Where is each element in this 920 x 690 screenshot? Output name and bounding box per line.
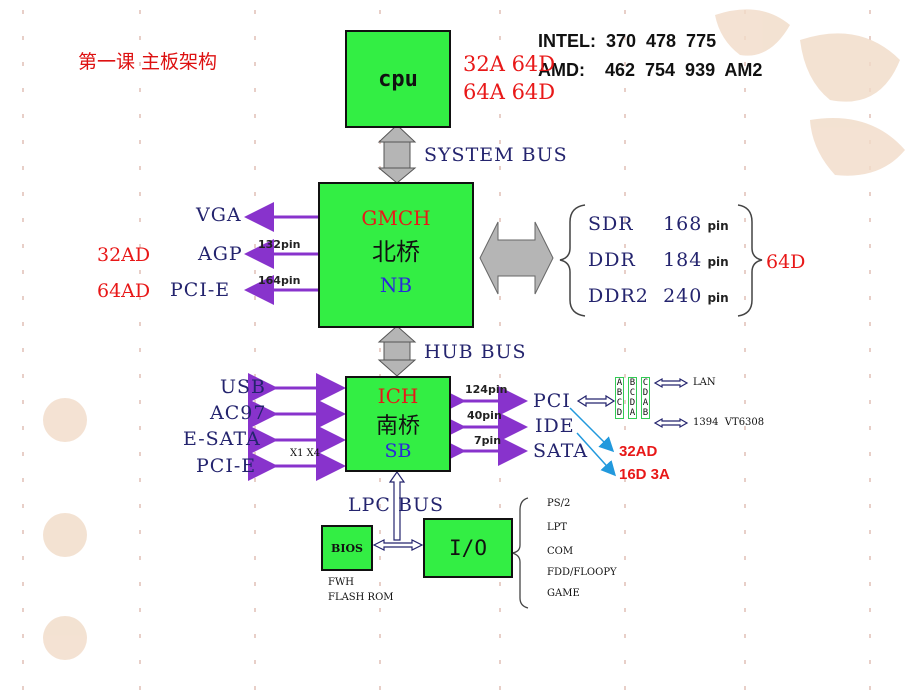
ieee1394-label: 1394 VT6308 — [693, 417, 765, 428]
northbridge-cn: 北桥 — [372, 238, 420, 266]
bios-chip: BIOS — [321, 525, 373, 571]
ac97-label: AC97 — [210, 402, 267, 424]
hub-bus-label: HUB BUS — [424, 341, 527, 363]
pci-slot: B C D A — [628, 377, 637, 419]
sata-label: SATA — [533, 440, 589, 462]
memory-bus-width: 64D — [766, 251, 806, 273]
memory-row: DDR2 240 pin — [588, 285, 729, 321]
slot-pin: B — [629, 378, 636, 388]
io-item: FDD/FLOOPY — [547, 567, 617, 578]
ide-label: IDE — [535, 415, 575, 437]
memory-pin-unit: pin — [707, 291, 729, 305]
slot-pin: B — [616, 388, 623, 398]
ide-pins: 40pin — [467, 409, 502, 422]
io-item: LPT — [547, 522, 568, 533]
memory-pins: 240 — [663, 285, 703, 307]
nb-pcie-bus-width: 64AD — [97, 280, 151, 302]
pci-bus-width: 32AD — [619, 443, 658, 460]
lpc-bus-label: LPC BUS — [348, 494, 444, 516]
sb-pcie-lanes: X1 X4 — [290, 448, 321, 459]
io-item: COM — [547, 546, 574, 557]
memory-row: SDR 168 pin — [588, 213, 729, 249]
bios-note-flash: FLASH ROM — [328, 592, 394, 603]
memory-pins: 168 — [663, 213, 703, 235]
slot-pin: C — [616, 398, 623, 408]
usb-label: USB — [220, 376, 266, 398]
memory-pin-unit: pin — [707, 219, 729, 233]
slot-pin: B — [642, 408, 649, 418]
system-bus-label: SYSTEM BUS — [424, 144, 568, 166]
memory-list: SDR 168 pin DDR 184 pin DDR2 240 pin — [588, 213, 729, 321]
page-title: 第一课 主板架构 — [78, 51, 218, 73]
memory-type: DDR2 — [588, 285, 649, 307]
io-label: I/O — [449, 536, 487, 560]
slot-pin: C — [629, 388, 636, 398]
southbridge-chip: ICH 南桥 SB — [345, 376, 451, 472]
memory-pin-unit: pin — [707, 255, 729, 269]
slot-pin: C — [642, 378, 649, 388]
slot-pin: A — [616, 378, 623, 388]
sata-pins: 7pin — [474, 434, 502, 447]
system-bus-connector — [377, 124, 417, 184]
memory-connector — [479, 221, 554, 295]
cpu-chip: cpu — [345, 30, 451, 128]
memory-type: SDR — [588, 213, 634, 235]
southbridge-name: ICH — [377, 384, 419, 408]
agp-pins: 132pin — [258, 238, 301, 251]
pci-pins: 124pin — [465, 383, 508, 396]
sb-pcie-label: PCI-E — [196, 455, 257, 477]
intel-sockets: INTEL: 370 478 775 — [538, 31, 717, 51]
io-bracket — [511, 497, 529, 609]
slot-pin: A — [629, 408, 636, 418]
northbridge-chip: GMCH 北桥 NB — [318, 182, 474, 328]
cpu-label: cpu — [378, 66, 418, 92]
slot-pin: D — [616, 408, 623, 418]
ide-bus-width: 16D 3A — [619, 466, 670, 483]
io-item: PS/2 — [547, 498, 571, 509]
pci-slot: A B C D — [615, 377, 624, 419]
memory-row: DDR 184 pin — [588, 249, 729, 285]
memory-left-brace — [559, 204, 586, 317]
nb-pcie-pins: 164pin — [258, 274, 301, 287]
esata-label: E-SATA — [183, 428, 261, 450]
slot-pin: A — [642, 398, 649, 408]
agp-label: AGP — [198, 243, 243, 265]
io-chip: I/O — [423, 518, 513, 578]
northbridge-abbr: NB — [379, 273, 413, 297]
bios-note-fwh: FWH — [328, 577, 354, 588]
northbridge-name: GMCH — [361, 206, 431, 230]
io-item: GAME — [547, 588, 580, 599]
hub-bus-connector — [377, 325, 417, 377]
agp-bus-width: 32AD — [97, 244, 151, 266]
io-device-list: PS/2 LPT COM FDD/FLOOPY GAME — [547, 498, 617, 609]
southbridge-cn: 南桥 — [375, 414, 420, 439]
amd-sockets: AMD: 462 754 939 AM2 — [538, 60, 763, 80]
pci-label: PCI — [533, 390, 571, 412]
cpu-spec-line2: 64A 64D — [463, 80, 556, 104]
cpu-spec-line1: 32A 64D — [463, 52, 556, 76]
lan-label: LAN — [693, 377, 716, 388]
slot-pin: D — [642, 388, 649, 398]
memory-right-brace — [737, 204, 763, 317]
bios-label: BIOS — [331, 541, 363, 555]
southbridge-abbr: SB — [384, 440, 412, 462]
pci-slot-group: A B C D B C D A C D A B — [615, 377, 650, 419]
memory-type: DDR — [588, 249, 636, 271]
memory-pins: 184 — [663, 249, 703, 271]
pci-slot: C D A B — [641, 377, 650, 419]
slot-pin: D — [629, 398, 636, 408]
vga-label: VGA — [196, 204, 242, 226]
nb-pcie-label: PCI-E — [170, 279, 231, 301]
